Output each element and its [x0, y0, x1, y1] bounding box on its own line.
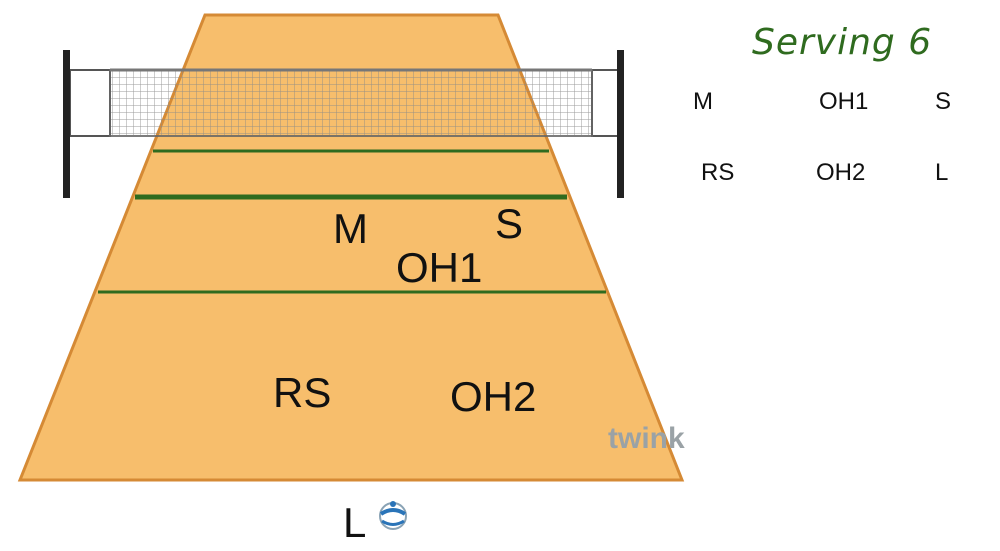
legend-oh1: OH1: [819, 88, 869, 115]
position-oh1: OH1: [396, 244, 482, 291]
legend-s: S: [935, 88, 952, 115]
net-icon: [63, 50, 624, 198]
position-s: S: [495, 200, 523, 247]
legend-oh2: OH2: [816, 159, 866, 186]
legend-rs: RS: [701, 159, 735, 186]
position-oh2: OH2: [450, 373, 536, 420]
legend-l: L: [935, 159, 949, 186]
position-rs: RS: [273, 369, 331, 416]
rotation-title: Serving 6: [752, 22, 933, 63]
position-l: L: [343, 499, 366, 546]
watermark: twink: [608, 422, 685, 455]
legend-m: M: [693, 88, 713, 115]
position-m: M: [333, 205, 368, 252]
volleyball-icon: [379, 501, 407, 530]
